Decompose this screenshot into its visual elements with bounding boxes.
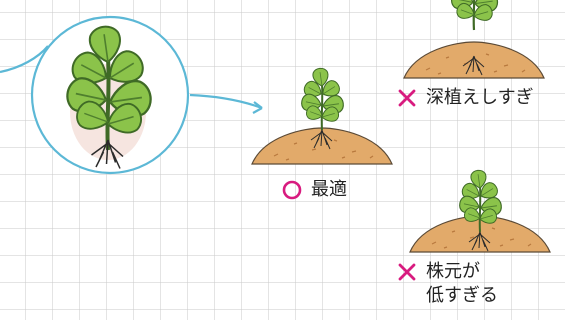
connector-line-left <box>0 45 49 74</box>
too-low-text-line-1: 株元が <box>426 261 480 282</box>
too-low-text: 株元が 低すぎる <box>426 260 498 308</box>
too-deep-label: 深植えしすぎ <box>396 86 534 110</box>
too-low-text-line-2: 低すぎる <box>426 285 498 306</box>
cross-mark-icon <box>396 261 418 283</box>
connector-arrow <box>189 93 263 110</box>
cross-mark-icon <box>396 87 418 109</box>
magnified-plant-circle <box>30 15 190 175</box>
too-low-example <box>409 169 551 253</box>
optimal-example <box>251 67 393 165</box>
circle-mark-icon <box>281 179 303 201</box>
optimal-label: 最適 <box>281 178 347 202</box>
optimal-text: 最適 <box>311 179 347 200</box>
too-deep-text: 深植えしすぎ <box>426 87 534 108</box>
too-low-label: 株元が 低すぎる <box>396 260 498 308</box>
too-deep-example <box>403 0 545 79</box>
